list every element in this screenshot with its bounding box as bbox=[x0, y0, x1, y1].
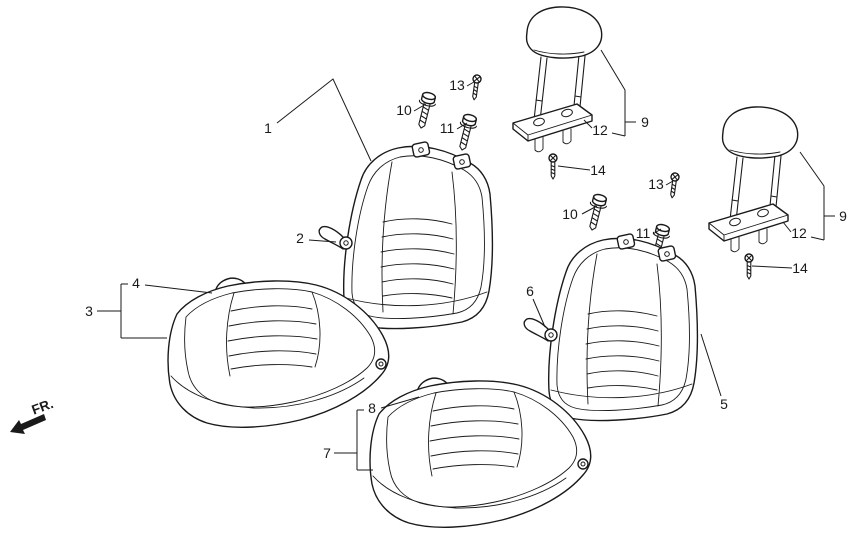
part-label-11: 11 bbox=[636, 225, 651, 241]
leader-lines bbox=[97, 49, 835, 471]
part-label-11: 11 bbox=[440, 120, 455, 136]
fr-arrow-icon bbox=[10, 414, 46, 434]
leader-part-9-right bbox=[799, 151, 835, 241]
part-label-14: 14 bbox=[590, 162, 606, 178]
screw-13-right bbox=[667, 171, 681, 200]
part-label-9: 9 bbox=[839, 208, 847, 224]
leader-part-1 bbox=[276, 78, 372, 162]
bolt-11-left bbox=[453, 112, 480, 153]
headrest-guide-plate-left bbox=[512, 103, 593, 153]
fr-label: FR. bbox=[30, 396, 56, 418]
part-label-1: 1 bbox=[264, 120, 272, 136]
leader-part-12-right bbox=[782, 221, 792, 233]
part-label-3: 3 bbox=[85, 303, 93, 319]
part-label-5: 5 bbox=[720, 396, 728, 412]
seat-back-right bbox=[523, 232, 699, 422]
leader-part-13-left bbox=[466, 81, 475, 87]
leader-part-2 bbox=[308, 239, 337, 243]
headrest-assembly-left bbox=[512, 6, 603, 180]
part-label-2: 2 bbox=[296, 230, 304, 246]
leader-part-8 bbox=[380, 396, 420, 409]
part-label-7: 7 bbox=[323, 445, 331, 461]
leader-part-5 bbox=[700, 333, 722, 397]
part-label-6: 6 bbox=[526, 283, 534, 299]
leader-part-14-left bbox=[557, 165, 591, 171]
leader-part-11-right bbox=[652, 228, 662, 235]
leader-part-7 bbox=[334, 409, 373, 471]
part-label-12: 12 bbox=[592, 122, 608, 138]
leader-part-4 bbox=[144, 284, 213, 294]
guide-screw-14-left bbox=[548, 153, 558, 180]
bolt-10-right bbox=[583, 192, 610, 233]
screw-13-left bbox=[469, 73, 483, 102]
part-label-12: 12 bbox=[791, 225, 807, 241]
fr-direction-indicator: FR. bbox=[10, 396, 55, 434]
part-label-8: 8 bbox=[368, 400, 376, 416]
part-label-9: 9 bbox=[641, 114, 649, 130]
part-label-14: 14 bbox=[792, 260, 808, 276]
leader-part-11-left bbox=[456, 122, 468, 130]
leader-part-6 bbox=[532, 298, 546, 328]
guide-screw-14-right bbox=[744, 253, 754, 280]
bolt-10-left bbox=[412, 90, 439, 131]
leader-part-10-right bbox=[581, 205, 598, 215]
leader-part-3 bbox=[97, 283, 167, 339]
leader-part-9-left bbox=[600, 49, 636, 137]
headrest-guide-plate-right bbox=[708, 203, 789, 253]
leader-part-14-right bbox=[751, 265, 793, 269]
headrest-left bbox=[525, 6, 603, 122]
part-label-13: 13 bbox=[449, 77, 465, 93]
leader-part-12-left bbox=[583, 119, 593, 129]
leader-part-13-right bbox=[665, 180, 674, 186]
part-label-13: 13 bbox=[648, 176, 664, 192]
part-label-4: 4 bbox=[132, 275, 140, 291]
headrest-assembly-right bbox=[708, 106, 799, 280]
part-label-10: 10 bbox=[396, 102, 412, 118]
part-label-10: 10 bbox=[562, 206, 578, 222]
leader-part-10-left bbox=[413, 103, 427, 112]
headrest-right bbox=[721, 106, 799, 222]
